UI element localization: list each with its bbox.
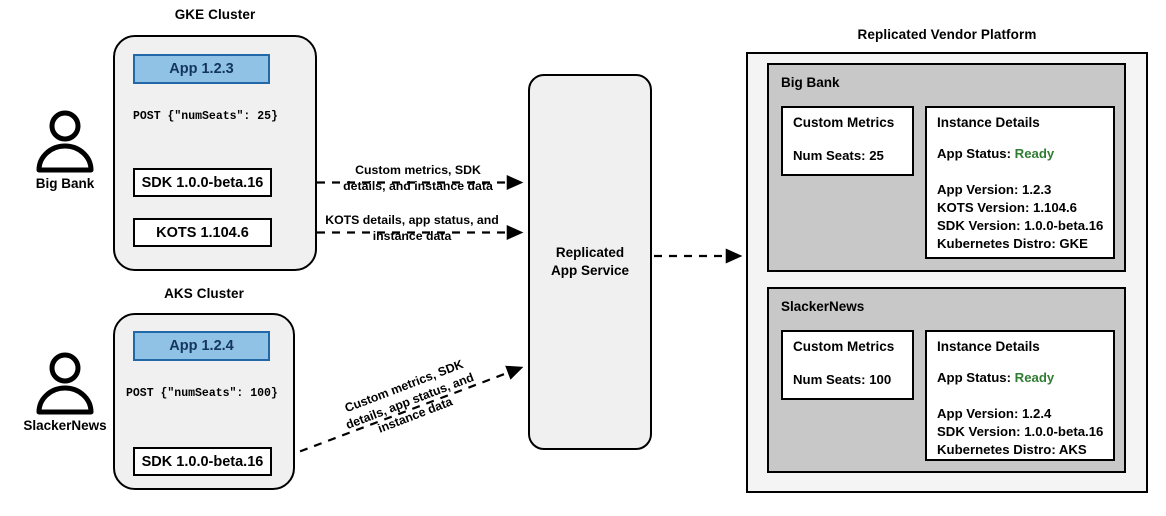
instance-kots-version-big-bank: KOTS Version: 1.104.6 xyxy=(937,200,1077,215)
sdk-box-gke[interactable]: SDK 1.0.0-beta.16 xyxy=(133,168,272,197)
app-box-gke-label: App 1.2.3 xyxy=(169,61,234,77)
platform-title: Replicated Vendor Platform xyxy=(857,27,1037,42)
custom-metrics-card-slackernews[interactable] xyxy=(781,330,914,400)
actor-slackernews xyxy=(30,350,100,416)
instance-k8s-distro-big-bank: Kubernetes Distro: GKE xyxy=(937,236,1088,251)
kots-box-gke[interactable]: KOTS 1.104.6 xyxy=(133,218,272,247)
custom-metrics-card-big-bank[interactable] xyxy=(781,106,914,176)
custom-metrics-seats-slackernews: Num Seats: 100 xyxy=(793,372,892,387)
instance-status-big-bank: App Status: Ready xyxy=(937,146,1054,161)
instance-status-slackernews: App Status: Ready xyxy=(937,370,1054,385)
person-icon xyxy=(36,352,94,415)
instance-app-version-big-bank: App Version: 1.2.3 xyxy=(937,182,1052,197)
custom-metrics-title-big-bank: Custom Metrics xyxy=(793,115,895,130)
instance-details-card-slackernews[interactable] xyxy=(925,330,1115,461)
instance-status-label-slackernews: App Status: xyxy=(937,370,1011,385)
sdk-box-aks[interactable]: SDK 1.0.0-beta.16 xyxy=(133,447,272,476)
instance-details-title-slackernews: Instance Details xyxy=(937,339,1040,354)
custom-metrics-title-slackernews: Custom Metrics xyxy=(793,339,895,354)
edge-label-kots-to-service: KOTS details, app status, and instance d… xyxy=(325,213,499,243)
instance-sdk-version-slackernews: SDK Version: 1.0.0-beta.16 xyxy=(937,424,1104,439)
edge-label-aks-sdk-to-service: Custom metrics, SDK details, app status,… xyxy=(342,357,476,437)
person-icon xyxy=(36,110,94,173)
instance-app-version-slackernews: App Version: 1.2.4 xyxy=(937,406,1052,421)
request-payload-gke: POST {"numSeats": 25} xyxy=(133,110,278,123)
sdk-box-aks-label: SDK 1.0.0-beta.16 xyxy=(141,453,264,470)
replicated-app-service-label: Replicated App Service xyxy=(550,244,630,278)
status-badge-big-bank: Ready xyxy=(1014,146,1055,161)
edge-label-sdk-to-service: Custom metrics, SDK details, and instanc… xyxy=(343,163,493,193)
actor-big-bank xyxy=(30,108,100,174)
app-box-gke[interactable]: App 1.2.3 xyxy=(133,54,270,84)
instance-details-card-big-bank[interactable] xyxy=(925,106,1115,259)
instance-k8s-distro-slackernews: Kubernetes Distro: AKS xyxy=(937,442,1087,457)
instance-details-title-big-bank: Instance Details xyxy=(937,115,1040,130)
custom-metrics-seats-big-bank: Num Seats: 25 xyxy=(793,148,884,163)
tenant-name-slackernews: SlackerNews xyxy=(781,299,865,314)
instance-sdk-version-big-bank: SDK Version: 1.0.0-beta.16 xyxy=(937,218,1104,233)
cluster-title-aks: AKS Cluster xyxy=(164,286,244,301)
actor-slackernews-label: SlackerNews xyxy=(23,418,107,433)
app-box-aks[interactable]: App 1.2.4 xyxy=(133,331,270,361)
sdk-box-gke-label: SDK 1.0.0-beta.16 xyxy=(141,174,264,191)
kots-box-gke-label: KOTS 1.104.6 xyxy=(156,224,249,241)
status-badge-slackernews: Ready xyxy=(1014,370,1055,385)
replicated-app-service[interactable]: Replicated App Service xyxy=(528,74,652,450)
instance-status-label-big-bank: App Status: xyxy=(937,146,1011,161)
tenant-name-big-bank: Big Bank xyxy=(781,75,840,90)
cluster-title-gke: GKE Cluster xyxy=(174,7,256,22)
actor-big-bank-label: Big Bank xyxy=(35,176,95,191)
app-box-aks-label: App 1.2.4 xyxy=(169,338,234,354)
request-payload-aks: POST {"numSeats": 100} xyxy=(126,387,278,400)
